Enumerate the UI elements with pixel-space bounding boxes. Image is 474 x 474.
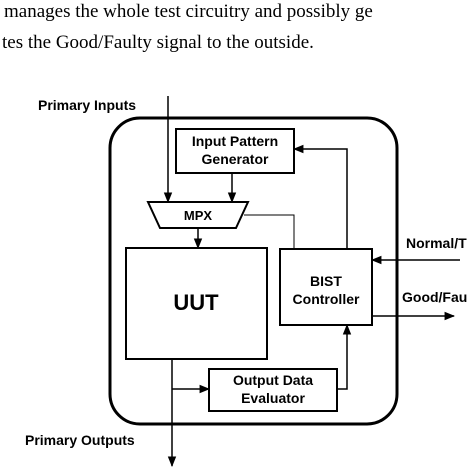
bist-to-mpx-select-line <box>244 214 295 249</box>
primary-inputs-label: Primary Inputs <box>38 97 136 113</box>
bist-label-line1: BIST <box>310 273 342 289</box>
ode-to-bist-arrow <box>337 323 352 390</box>
ode-label-line1: Output Data <box>233 372 313 388</box>
mpx-label: MPX <box>184 208 213 223</box>
mpx-multiplexer <box>146 201 250 229</box>
normal-test-label: Normal/T <box>406 235 467 251</box>
bist-controller-block <box>279 248 373 326</box>
uut-label: UUT <box>173 290 219 315</box>
paragraph-line-1: manages the whole test circuitry and pos… <box>4 1 373 22</box>
bist-label-line2: Controller <box>293 291 360 307</box>
ode-label-line2: Evaluator <box>241 390 305 406</box>
paragraph-line-2: tes the Good/Faulty signal to the outsid… <box>2 32 314 53</box>
primary-outputs-label: Primary Outputs <box>25 432 135 448</box>
chip-boundary <box>108 116 399 426</box>
ipg-label-line2: Generator <box>202 151 269 167</box>
bist-to-ipg-arrow <box>292 144 348 249</box>
good-faulty-label: Good/Fau <box>402 289 467 305</box>
ipg-label-line1: Input Pattern <box>192 133 278 149</box>
